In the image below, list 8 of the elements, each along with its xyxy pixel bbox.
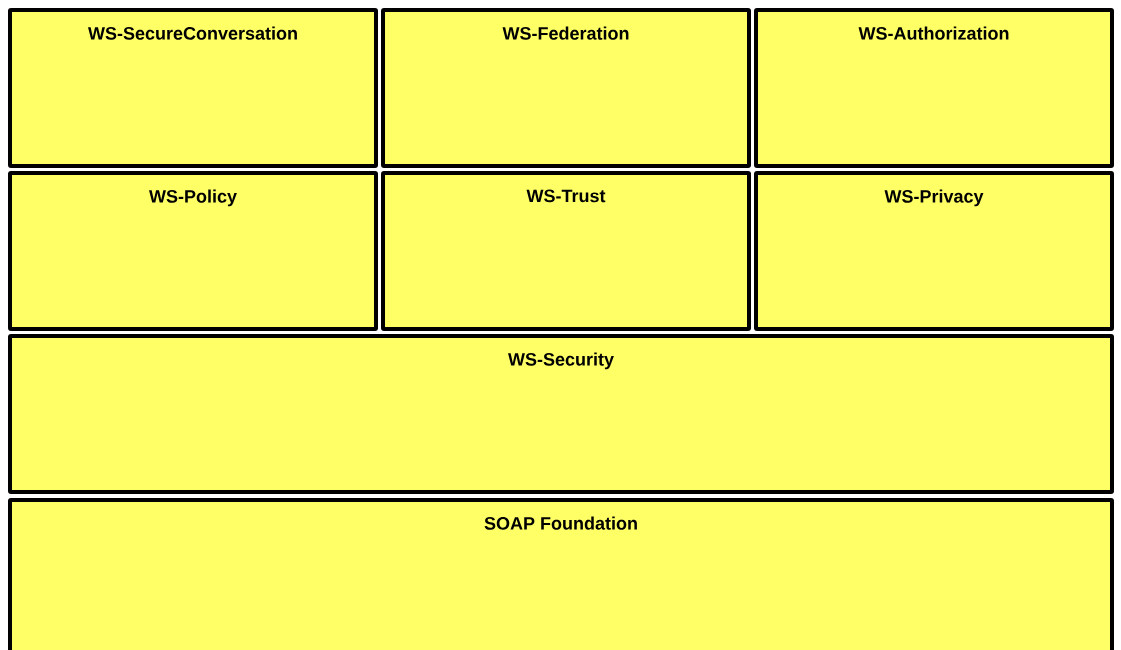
layer-box: SOAP Foundation [8,498,1114,650]
layer-box: WS-Trust [381,171,751,331]
layer-box: WS-Federation [381,8,751,168]
layer-box: WS-Authorization [754,8,1114,168]
layer-box: WS-Policy [8,171,378,331]
layer-box: WS-Security [8,334,1114,494]
layer-box: WS-Privacy [754,171,1114,331]
layer-box: WS-SecureConversation [8,8,378,168]
